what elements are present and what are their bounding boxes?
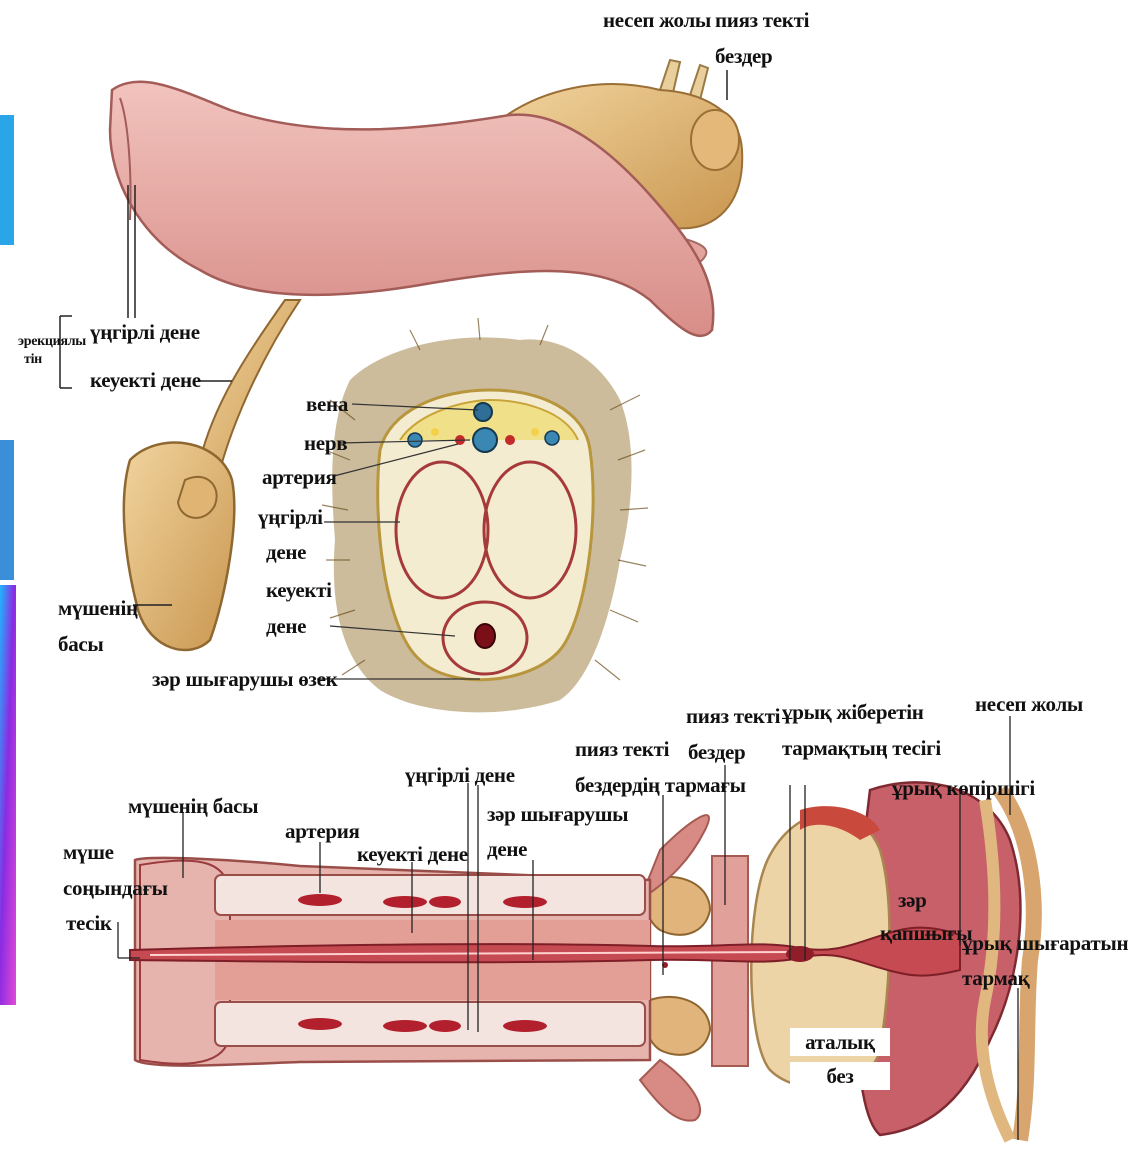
label-erectile-tissue-2: тін bbox=[24, 352, 42, 368]
label-urethral-canal-cross-section: зәр шығарушы өзек bbox=[152, 667, 337, 691]
label-external-urethral-opening-3: тесік bbox=[66, 911, 112, 935]
label-seminal-vesicle: ұрық көпіршігі bbox=[892, 776, 1035, 800]
cross-section bbox=[322, 318, 648, 712]
label-bladder-2: қапшығы bbox=[880, 921, 972, 945]
label-spongy-body-cross-section-2: дене bbox=[266, 540, 306, 564]
label-vein: вена bbox=[306, 392, 348, 416]
label-spongy-body-cross-section: үңгірлі bbox=[258, 505, 323, 529]
label-bulbourethral-ducts-2: бездердің тармағы bbox=[575, 773, 746, 797]
label-bladder: зәр bbox=[898, 888, 927, 912]
label-erectile-tissue: эрекциялы bbox=[18, 334, 86, 350]
label-bulbourethral-glands-top-2: бездер bbox=[715, 44, 772, 68]
label-cavernous-body-cross-section-2: дене bbox=[266, 614, 306, 638]
label-urethra-top: несеп жолы bbox=[603, 8, 711, 32]
label-prostate: аталық bbox=[790, 1028, 890, 1056]
label-urethra-bottom-2: дене bbox=[487, 837, 527, 861]
label-nerve: нерв bbox=[304, 431, 347, 455]
slide-background-fragments bbox=[0, 115, 16, 1005]
label-ejaculatory-duct-opening: ұрық жіберетін bbox=[782, 700, 924, 724]
label-bulbourethral-glands-top: пияз текті bbox=[715, 8, 809, 32]
label-artery-cross-section: артерия bbox=[262, 465, 337, 489]
label-glans: мүшенің bbox=[58, 596, 138, 620]
label-vas-deferens: ұрық шығаратын bbox=[962, 931, 1128, 955]
label-glans-bottom: мүшенің басы bbox=[128, 794, 258, 818]
label-glans-2: басы bbox=[58, 632, 104, 656]
label-ureter-bottom: несеп жолы bbox=[975, 692, 1083, 716]
label-bulbourethral-ducts: пияз текті bbox=[575, 737, 669, 761]
label-urethra-bottom: зәр шығарушы bbox=[487, 802, 628, 826]
label-spongy-body-top: үңгірлі дене bbox=[90, 320, 200, 344]
longitudinal-section bbox=[130, 782, 1034, 1140]
label-external-urethral-opening-2: соңындағы bbox=[63, 876, 168, 900]
label-cavernous-body-bottom: кеуекті дене bbox=[357, 842, 468, 866]
label-ejaculatory-duct-opening-2: тармақтың тесігі bbox=[782, 736, 941, 760]
label-vas-deferens-2: тармақ bbox=[962, 966, 1029, 990]
label-prostate-2: без bbox=[790, 1062, 890, 1090]
label-bulbourethral-glands-mid: пияз текті bbox=[686, 704, 780, 728]
label-cavernous-body-top: кеуекті дене bbox=[90, 368, 201, 392]
label-artery-bottom: артерия bbox=[285, 819, 360, 843]
label-external-urethral-opening: мүше bbox=[63, 840, 114, 864]
label-spongy-body-bottom: үңгірлі дене bbox=[405, 763, 515, 787]
label-bulbourethral-glands-mid-2: бездер bbox=[688, 740, 745, 764]
label-cavernous-body-cross-section: кеуекті bbox=[266, 578, 332, 602]
